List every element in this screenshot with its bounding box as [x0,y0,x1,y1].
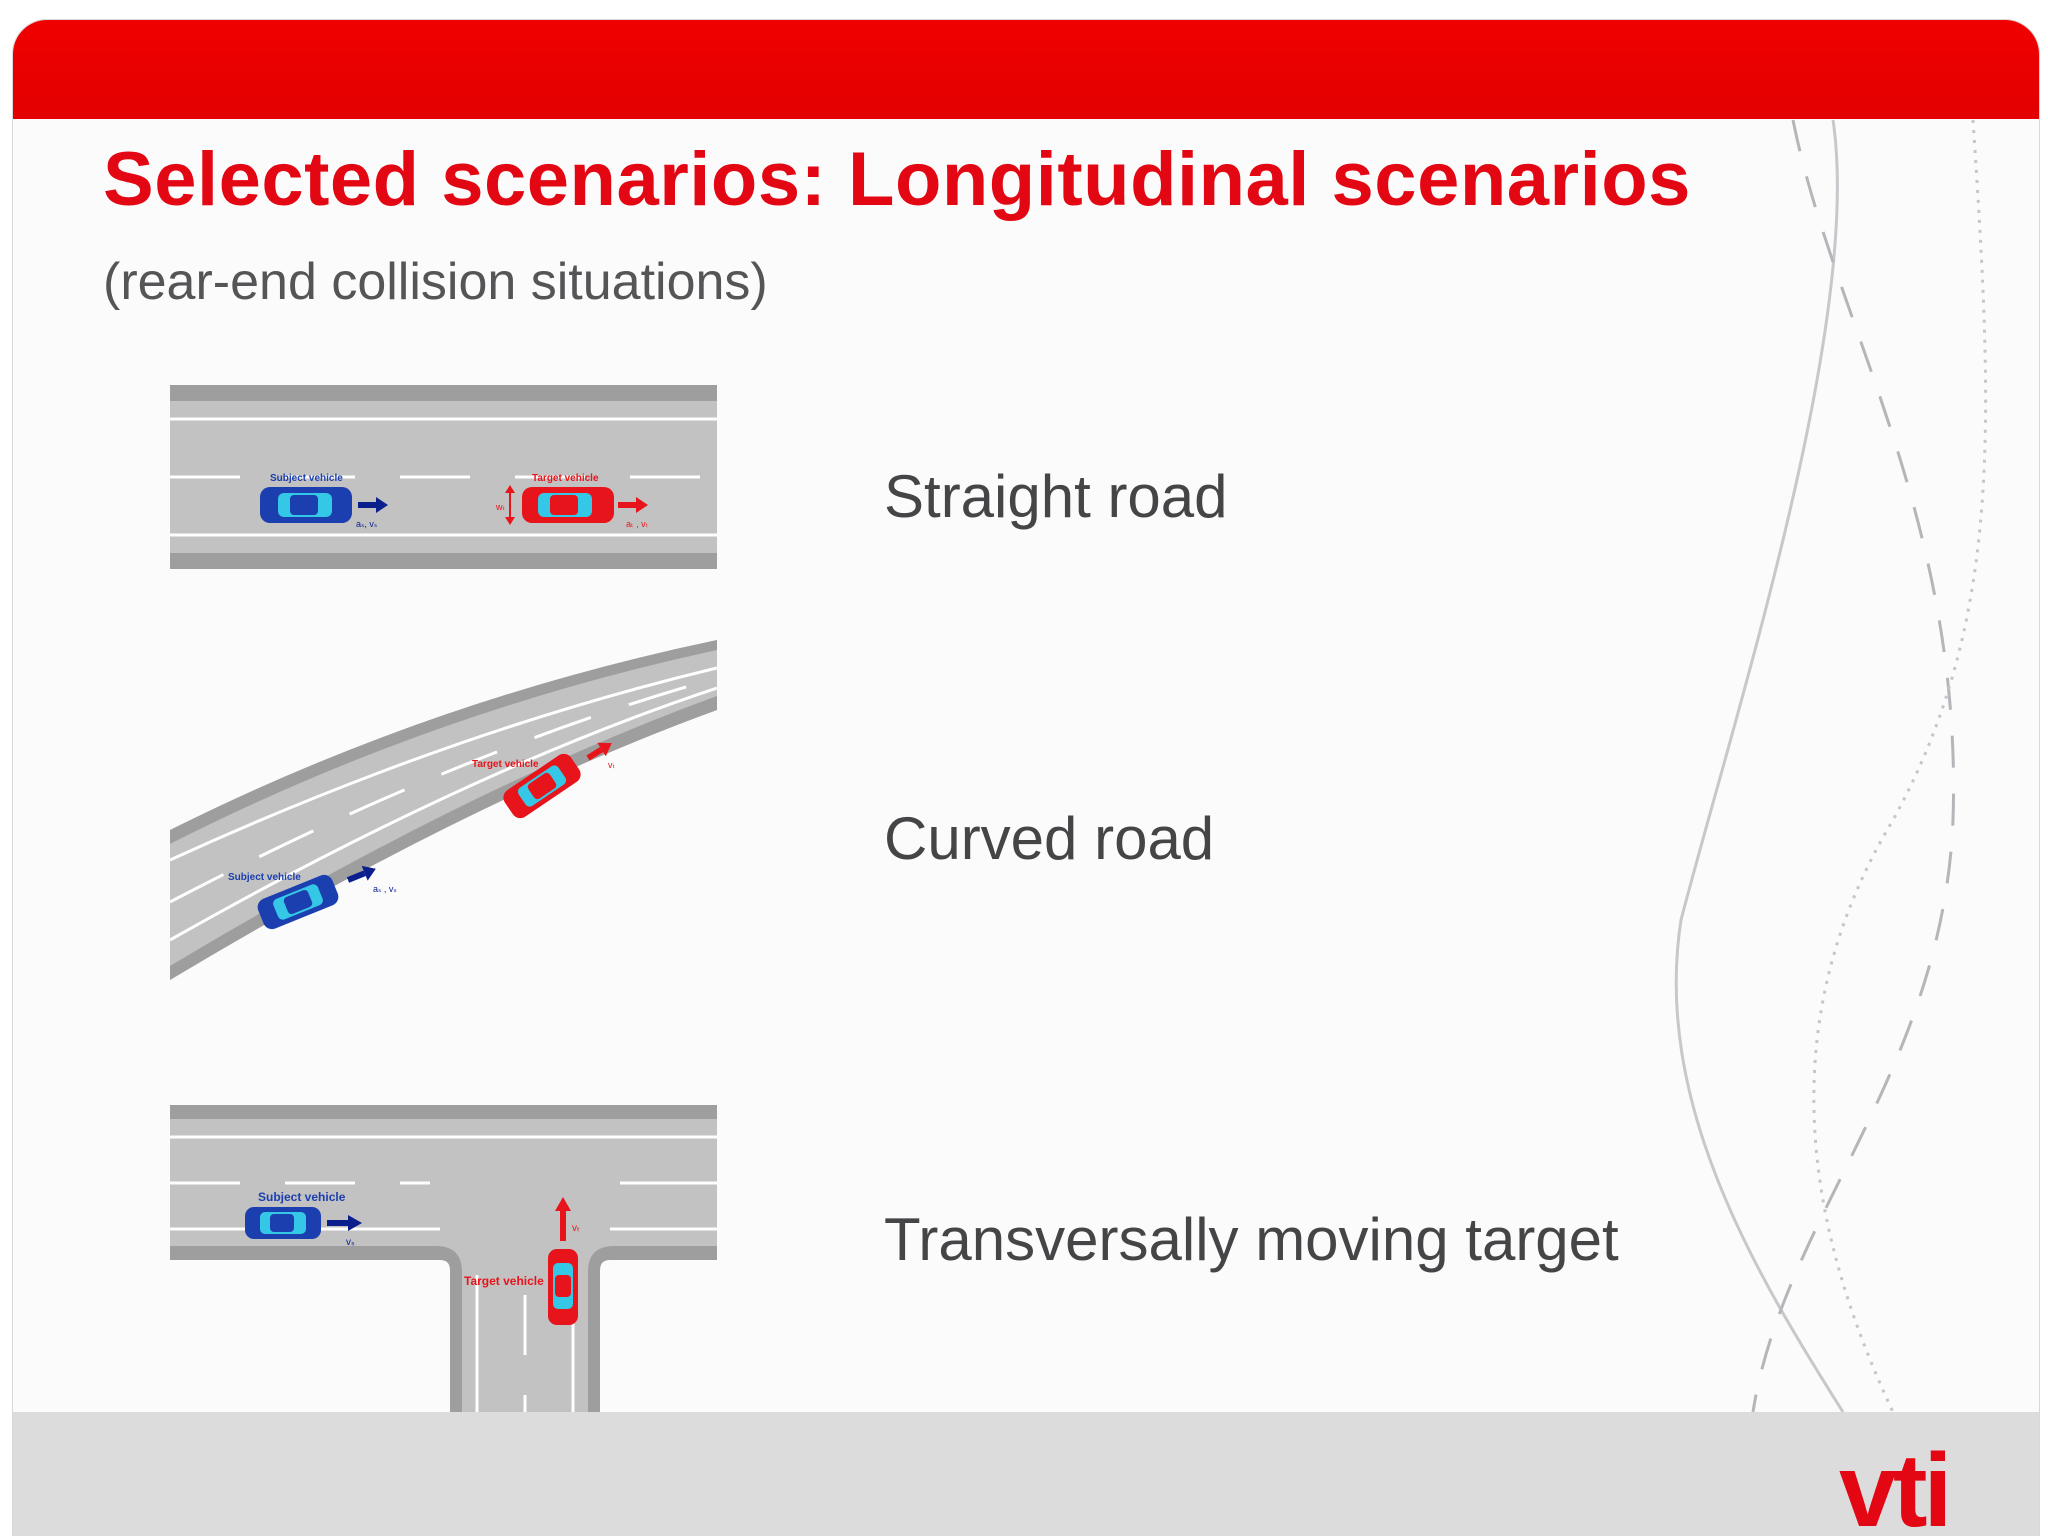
subject-velocity-arrow [346,865,376,883]
target-vehicle [522,487,614,523]
scenario-label-transversally-moving-target: Transversally moving target [884,1206,1619,1273]
target-vehicle [503,753,581,819]
vti-logo: vti [1839,1433,1952,1536]
target-velocity-arrow [586,742,612,761]
subject-vector-label: vₛ [346,1237,355,1248]
subject-vehicle [257,874,339,930]
target-vehicle [548,1249,578,1325]
straight-road-illustration: Subject vehicle aₛ, vₛ Target vehicle wₜ… [170,385,717,569]
subject-vehicle-label: Subject vehicle [258,1190,346,1204]
scenario-label-straight-road: Straight road [884,463,1228,530]
decorative-road-lines [1674,119,1988,1413]
subject-vector-label: aₛ , vₛ [373,884,397,894]
target-vehicle-label: Target vehicle [464,1274,544,1288]
header-bar [13,20,2039,119]
target-width-marker [505,485,515,525]
subject-velocity-arrow [327,1215,362,1231]
target-vector-label: aₜ , vₜ [626,519,649,529]
subject-vehicle-label: Subject vehicle [228,872,301,883]
slide: Selected scenarios: Longitudinal scenari… [13,20,2039,1536]
subject-vector-label: aₛ, vₛ [356,519,377,529]
curved-road-illustration: Subject vehicle aₛ , vₛ Target vehicle v… [170,640,717,980]
target-vector-label: vₜ [608,760,616,770]
t-junction-illustration: Subject vehicle vₛ Target vehicle vₜ [170,1105,717,1412]
target-vector-label: vₜ [572,1223,580,1234]
subject-vehicle [260,487,352,523]
target-width-label: wₜ [495,502,505,512]
subject-vehicle-label: Subject vehicle [270,473,343,484]
target-velocity-arrow [618,497,648,513]
scenario-label-curved-road: Curved road [884,805,1215,872]
footer-bar [13,1412,2039,1536]
target-vehicle-label: Target vehicle [532,473,599,484]
slide-subtitle: (rear-end collision situations) [103,253,768,311]
slide-title: Selected scenarios: Longitudinal scenari… [103,137,1691,222]
target-velocity-arrow [555,1197,571,1241]
target-vehicle-label: Target vehicle [472,759,539,770]
subject-velocity-arrow [358,497,388,513]
subject-vehicle [245,1207,321,1239]
